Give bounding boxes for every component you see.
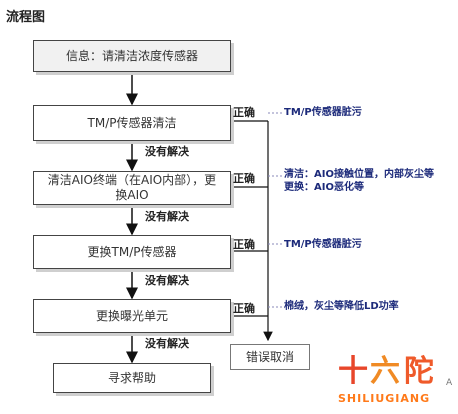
label-correct-3: 正确 bbox=[233, 238, 255, 251]
note-3: TM/P传感器脏污 bbox=[284, 239, 362, 250]
step-seek-help: 寻求帮助 bbox=[53, 363, 211, 393]
note-2b: 更换：AIO恶化等 bbox=[284, 182, 364, 193]
label-unresolved-2: 没有解决 bbox=[145, 210, 189, 223]
label-unresolved-4: 没有解决 bbox=[145, 337, 189, 350]
note-2a: 清洁：AIO接触位置，内部灰尘等 bbox=[284, 169, 434, 180]
label-unresolved-3: 没有解决 bbox=[145, 274, 189, 287]
step-clean-aio: 清洁AIO终端（在AIO内部），更换AIO bbox=[33, 171, 231, 205]
step-info: 信息：请清洁浓度传感器 bbox=[33, 40, 231, 72]
page-title: 流程图 bbox=[6, 10, 46, 25]
note-1: TM/P传感器脏污 bbox=[284, 107, 362, 118]
label-unresolved-1: 没有解决 bbox=[145, 145, 189, 158]
watermark-subtext: SHILIUGIANG bbox=[338, 392, 431, 405]
step-sensor-clean: TM/P传感器清洁 bbox=[33, 105, 231, 141]
label-correct-4: 正确 bbox=[233, 302, 255, 315]
step-replace-sensor: 更换TM/P传感器 bbox=[33, 235, 231, 269]
label-correct-2: 正确 bbox=[233, 172, 255, 185]
step-replace-exposure: 更换曝光单元 bbox=[33, 299, 231, 333]
note-4: 棉绒，灰尘等降低LD功率 bbox=[284, 301, 399, 312]
corner-mark: A bbox=[446, 378, 453, 388]
label-correct-1: 正确 bbox=[233, 106, 255, 119]
step-error-cancel: 错误取消 bbox=[230, 344, 310, 370]
